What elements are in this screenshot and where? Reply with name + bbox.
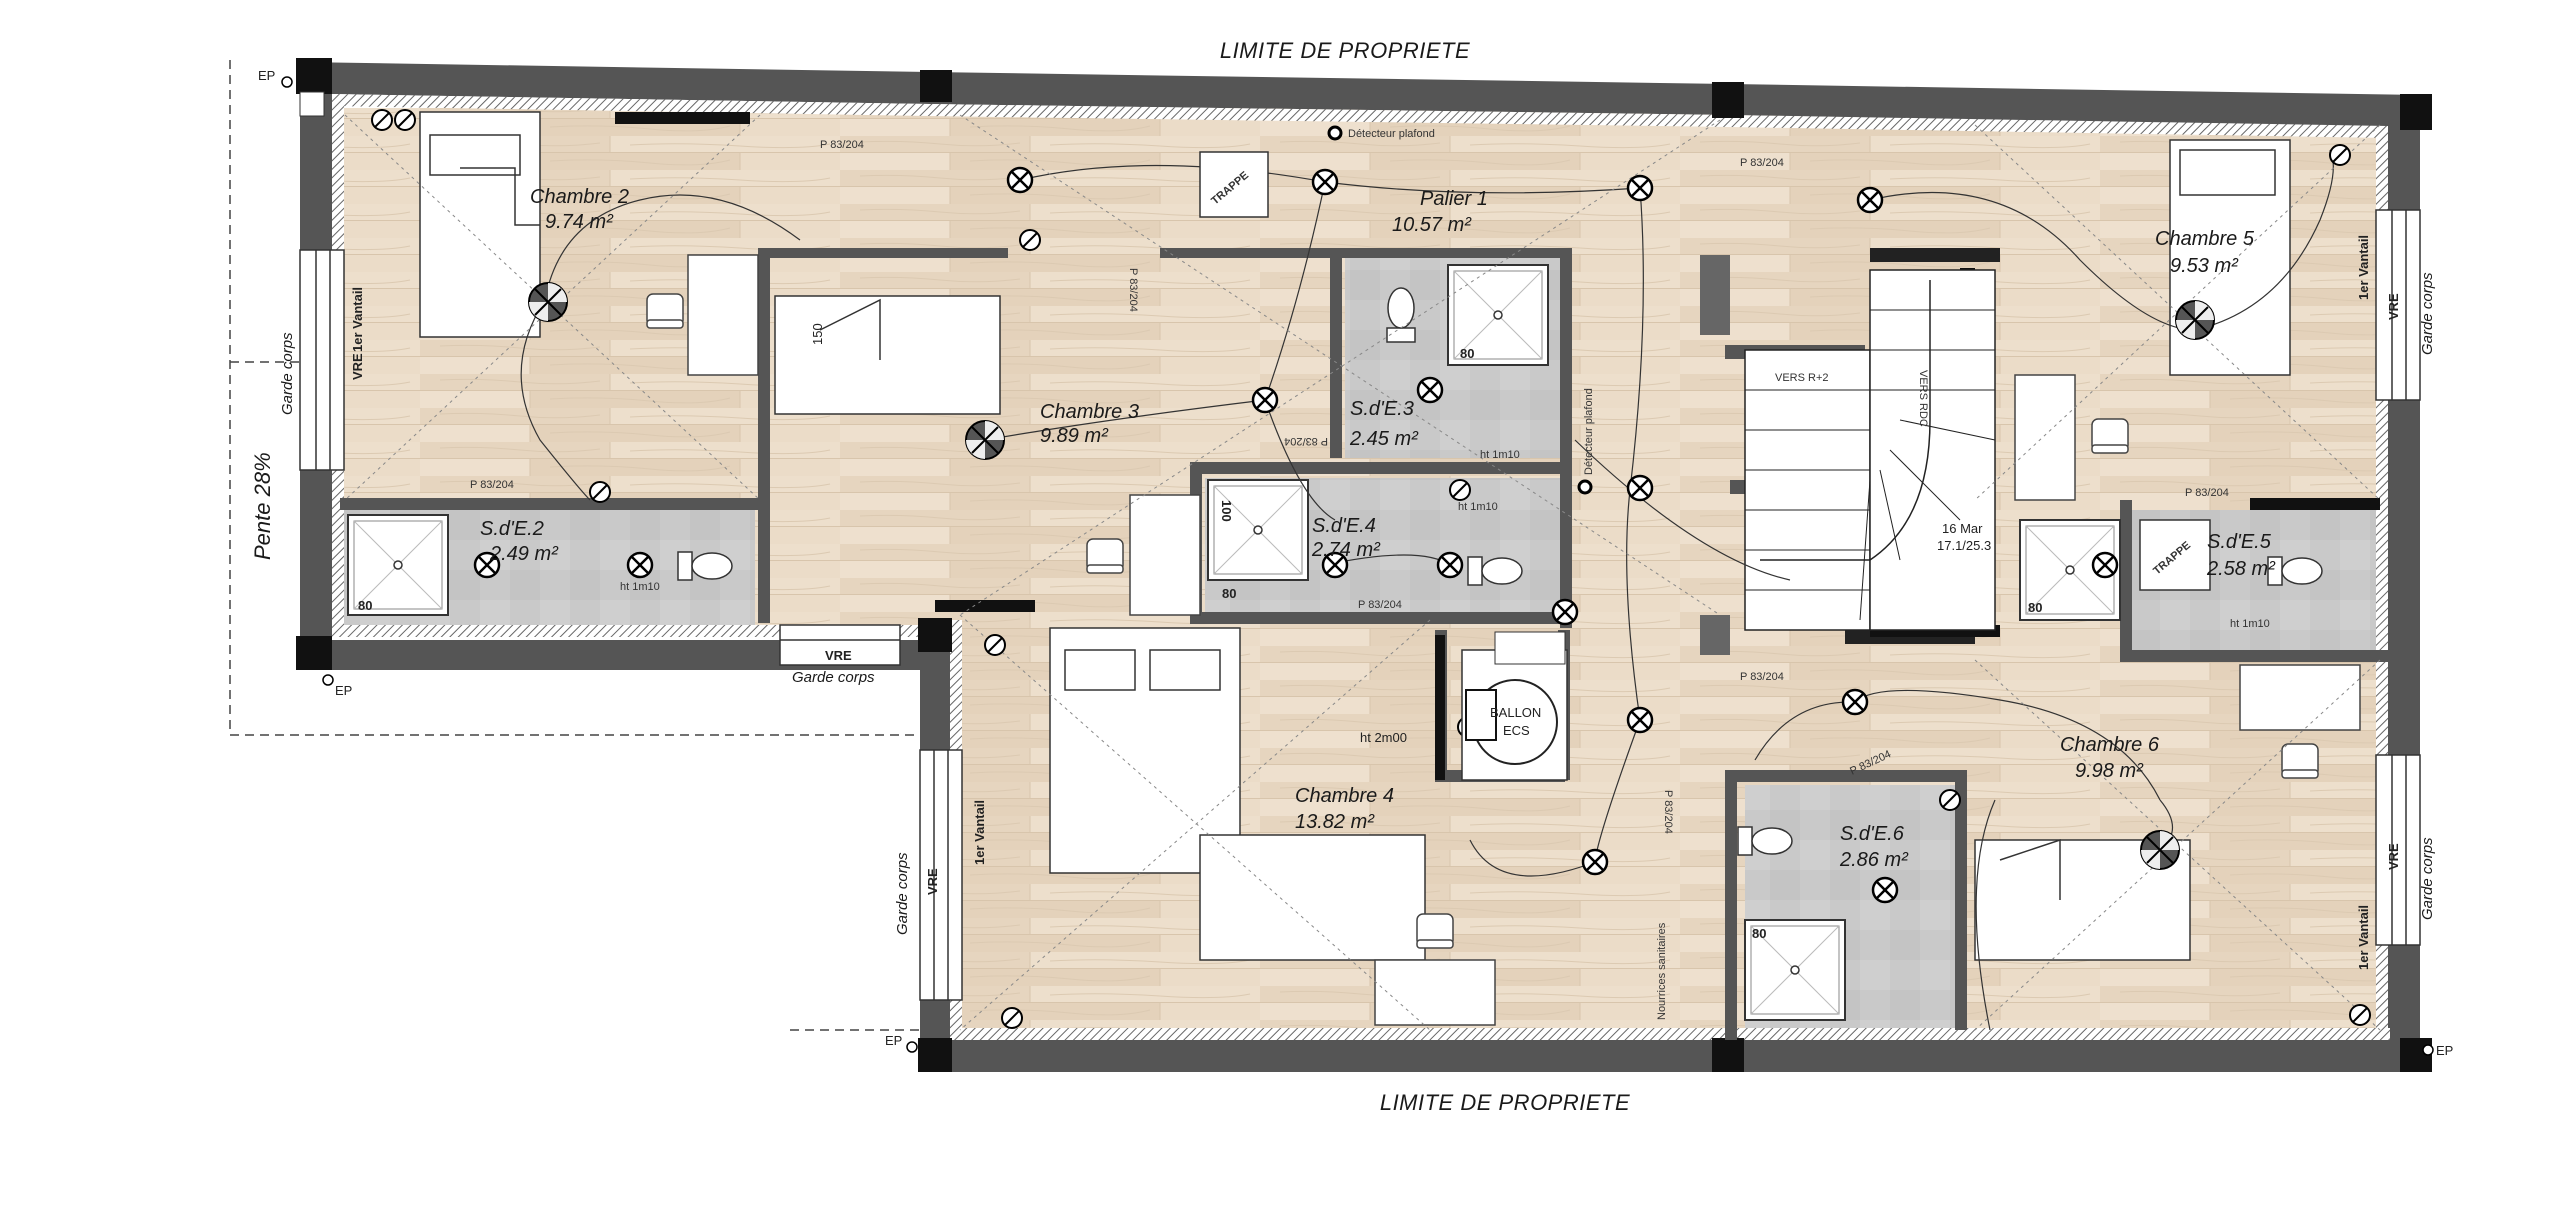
garde-corps-left: Garde corps	[279, 332, 296, 415]
vre-chambre4: VRE	[925, 868, 940, 895]
vre-bottom: VRE	[825, 648, 852, 663]
room-sde6-name: S.d'E.6	[1840, 823, 1905, 845]
garde-corps-chambre6: Garde corps	[2419, 837, 2436, 920]
room-sde2-name: S.d'E.2	[480, 518, 544, 540]
ecs-label: ECS	[1503, 723, 1530, 738]
ht-label-sde3: ht 1m10	[1480, 449, 1520, 461]
door-label-5: P 83/204	[2185, 487, 2229, 499]
ht-label-sde2: ht 1m10	[620, 581, 660, 593]
door-label-7: P 83/204	[1127, 268, 1139, 312]
ep-markers	[281, 76, 2434, 1056]
door-label-1: P 83/204	[820, 139, 864, 151]
door-label-4: P 83/204	[1358, 599, 1402, 611]
shower-dim-sde6: 80	[1752, 926, 1766, 941]
shower-dim-sde4-len: 80	[1222, 586, 1236, 601]
door-label-9: P 83/204	[1662, 790, 1674, 834]
bed-dim-chambre3: 150	[810, 323, 825, 345]
ep-label-4: EP	[2436, 1043, 2453, 1058]
ht-label-sde4: ht 1m10	[1458, 501, 1498, 513]
door-label-8: P 83/204	[1284, 435, 1328, 447]
vantail-chambre4: 1er Vantail	[972, 800, 987, 865]
ballon-ecs	[1461, 631, 1568, 781]
door-label-6: P 83/204	[1740, 671, 1784, 683]
desks	[687, 254, 2361, 1026]
room-sde5-area: 2.58 m²	[2206, 558, 2276, 580]
garde-corps-chambre5: Garde corps	[2419, 272, 2436, 355]
shower-dim-sde4-width: 100	[1219, 500, 1234, 522]
room-sde5-name: S.d'E.5	[2207, 531, 2272, 553]
room-chambre6-area: 9.98 m²	[2075, 760, 2144, 782]
shower-dim-sde5: 80	[2028, 600, 2042, 615]
stairs-count: 16 Mar	[1942, 521, 1983, 536]
ep-label-2: EP	[335, 683, 352, 698]
windows	[299, 209, 2421, 1001]
trappe-hatch-icons	[1199, 151, 2211, 591]
vre-left: VRE	[350, 353, 365, 380]
shower-dim-sde2: 80	[358, 598, 372, 613]
door-label-3: P 83/204	[470, 479, 514, 491]
room-sde4-area: 2.74 m²	[1311, 539, 1381, 561]
room-chambre2-name: Chambre 2	[530, 186, 629, 208]
ep-label-3: EP	[885, 1033, 902, 1048]
shower-dim-sde3: 80	[1460, 346, 1474, 361]
garde-corps-bottom: Garde corps	[792, 669, 875, 686]
detector-label-1: Détecteur plafond	[1348, 128, 1435, 140]
property-limit-top: LIMITE DE PROPRIETE	[1220, 38, 1470, 63]
room-chambre3-name: Chambre 3	[1040, 401, 1139, 423]
room-sde6-area: 2.86 m²	[1839, 849, 1909, 871]
detector-icons	[1327, 125, 1593, 495]
room-chambre3-area: 9.89 m²	[1040, 425, 1109, 447]
ht-label-sde5: ht 1m10	[2230, 618, 2270, 630]
vantail-chambre6: 1er Vantail	[2356, 905, 2371, 970]
ballon-label: BALLON	[1490, 705, 1541, 720]
vre-chambre6: VRE	[2386, 843, 2401, 870]
room-sde3-area: 2.45 m²	[1349, 428, 1419, 450]
vantail-chambre5: 1er Vantail	[2356, 235, 2371, 300]
room-chambre4-area: 13.82 m²	[1295, 811, 1375, 833]
ht-label-ballon: ht 2m00	[1360, 730, 1407, 745]
room-palier1-name: Palier 1	[1420, 188, 1488, 210]
door-label-2: P 83/204	[1740, 157, 1784, 169]
room-sde3-name: S.d'E.3	[1350, 398, 1414, 420]
room-sde2-area: 2.49 m²	[489, 543, 559, 565]
garde-corps-chambre4: Garde corps	[894, 852, 911, 935]
room-sde4-name: S.d'E.4	[1312, 515, 1376, 537]
staircase	[1744, 269, 1996, 631]
room-chambre4-name: Chambre 4	[1295, 785, 1394, 807]
vre-chambre5: VRE	[2386, 293, 2401, 320]
room-chambre2-area: 9.74 m²	[545, 211, 614, 233]
room-chambre6-name: Chambre 6	[2060, 734, 2160, 756]
stairs-down-label: VERS RDC	[1917, 370, 1929, 427]
detector-label-2: Détecteur plafond	[1583, 388, 1595, 475]
room-palier1-area: 10.57 m²	[1392, 214, 1472, 236]
nourrices-label: Nourrices sanitaires	[1656, 922, 1668, 1020]
ep-label-1: EP	[258, 68, 275, 83]
room-chambre5-name: Chambre 5	[2155, 228, 2255, 250]
vantail-left: 1er Vantail	[350, 287, 365, 352]
stairs-up-label: VERS R+2	[1775, 372, 1829, 384]
slope-label: Pente 28%	[250, 452, 275, 560]
property-limit-bottom: LIMITE DE PROPRIETE	[1380, 1090, 1630, 1115]
stairs-dimension: 17.1/25.3	[1937, 538, 1991, 553]
room-chambre5-area: 9.53 m²	[2170, 255, 2239, 277]
